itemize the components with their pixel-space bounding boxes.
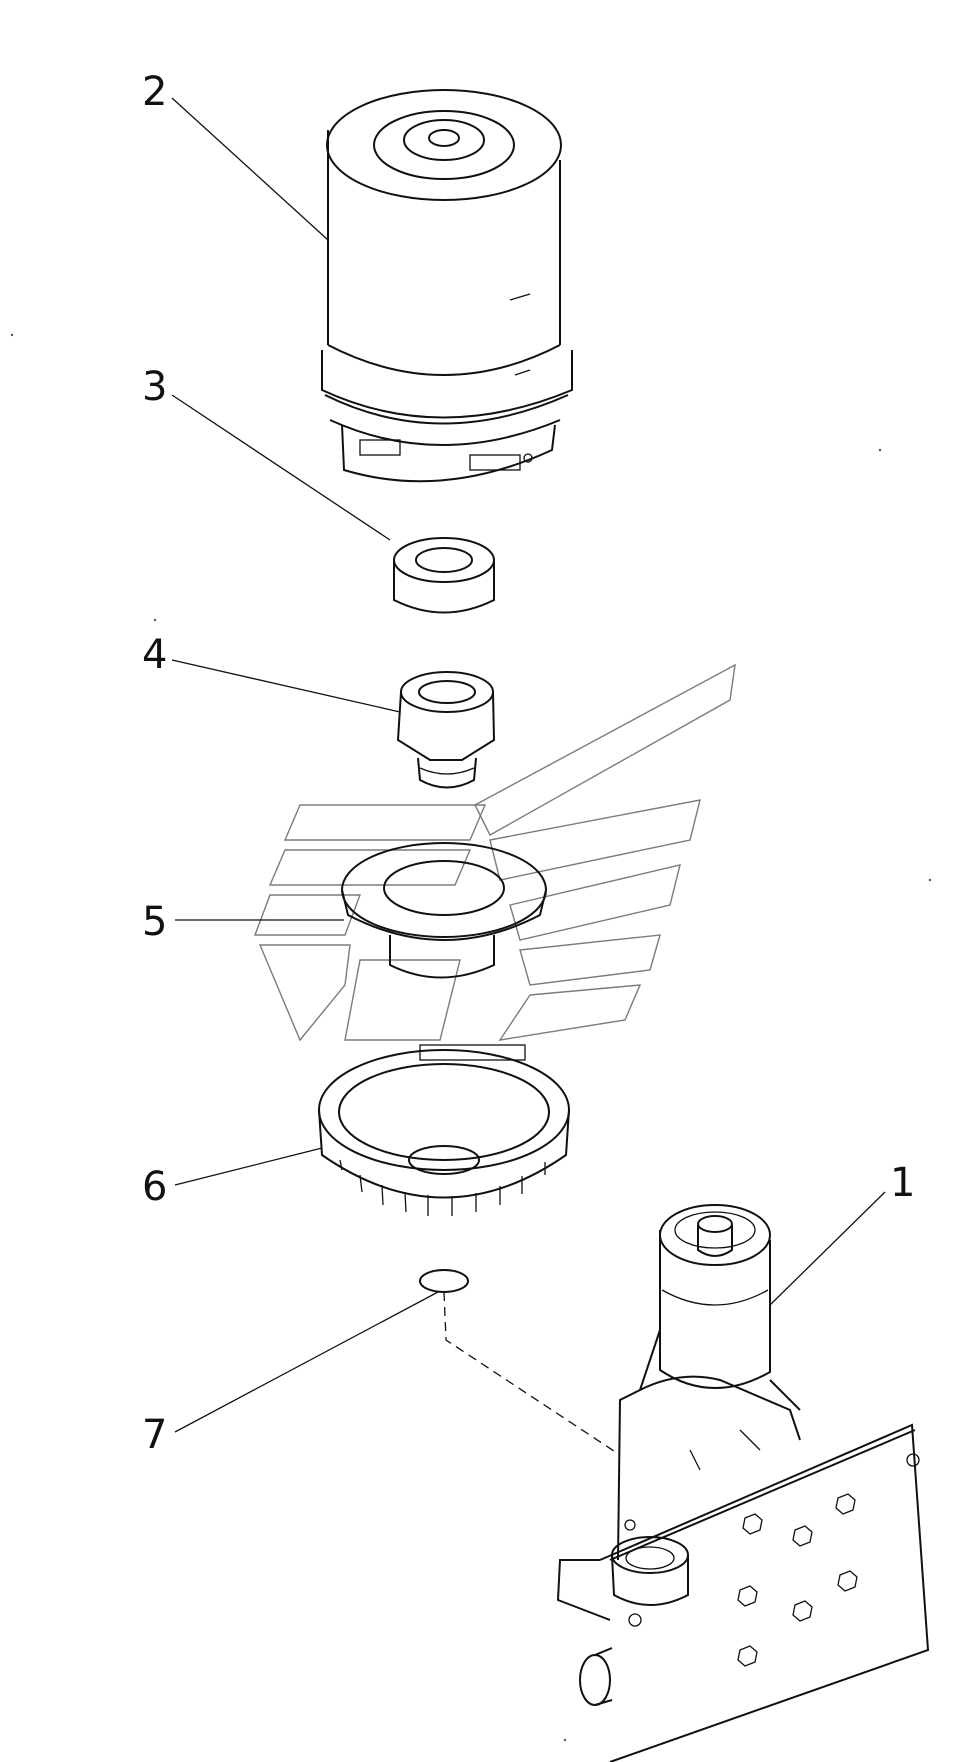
seal-ring bbox=[393, 537, 495, 614]
watermark-logo bbox=[253, 663, 736, 1042]
part-label-2: 2 bbox=[142, 69, 167, 115]
leader-line-7 bbox=[174, 1291, 439, 1433]
scan-specks bbox=[10, 333, 932, 1742]
part-label-5: 5 bbox=[142, 899, 167, 945]
assembly-dashed-line bbox=[443, 1291, 621, 1456]
threaded-adapter bbox=[396, 671, 496, 789]
part-label-3: 3 bbox=[142, 364, 167, 410]
leader-line-1 bbox=[769, 1191, 886, 1306]
flanged-sleeve bbox=[341, 842, 547, 979]
leader-line-6 bbox=[174, 1147, 323, 1186]
filter-cartridge bbox=[321, 89, 573, 483]
leader-line-3 bbox=[171, 394, 391, 541]
leader-line-2 bbox=[171, 97, 329, 241]
part-label-7: 7 bbox=[142, 1412, 167, 1458]
part-label-1: 1 bbox=[890, 1160, 915, 1206]
o-ring bbox=[419, 1269, 469, 1293]
part-label-4: 4 bbox=[142, 632, 167, 678]
lock-ring bbox=[318, 1044, 570, 1216]
leader-line-4 bbox=[171, 659, 401, 713]
part-label-6: 6 bbox=[142, 1164, 167, 1210]
filter-head-assembly bbox=[556, 1204, 930, 1762]
